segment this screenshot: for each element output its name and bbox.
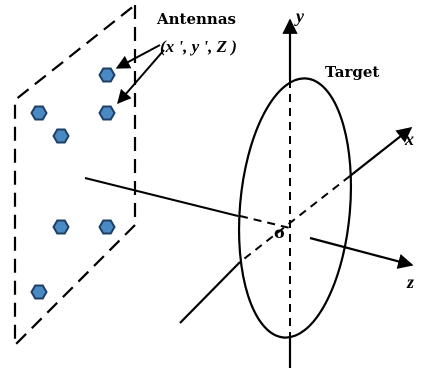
z-axis-dashed (239, 215, 291, 229)
antenna-a1 (98, 67, 116, 83)
origin-label: o (274, 223, 285, 242)
antenna-a6 (98, 219, 116, 235)
antenna-pointer-2 (117, 49, 165, 105)
antenna-a3 (98, 105, 116, 121)
antenna-a2 (30, 105, 48, 121)
antenna-a5 (52, 219, 70, 235)
antenna-plane (13, 2, 137, 348)
target-label: Target (325, 63, 379, 81)
antenna-array (30, 67, 116, 300)
x-axis-outer (349, 127, 413, 177)
antenna-pointer-1 (115, 44, 161, 69)
target-ellipse (237, 77, 353, 339)
z-axis-label: z (406, 272, 414, 292)
x-axis-lower (179, 261, 241, 324)
antenna-a4 (52, 128, 70, 144)
antenna-coordinates-label: (x ', y ', Z ) (160, 37, 237, 56)
antenna-a7 (30, 284, 48, 300)
range-line-plane (84, 177, 239, 217)
x-axis-dashed (239, 175, 351, 263)
x-axis-label: x (404, 129, 414, 149)
z-axis (309, 236, 414, 269)
antennas-label: Antennas (156, 10, 236, 28)
y-axis-label: y (294, 6, 305, 26)
